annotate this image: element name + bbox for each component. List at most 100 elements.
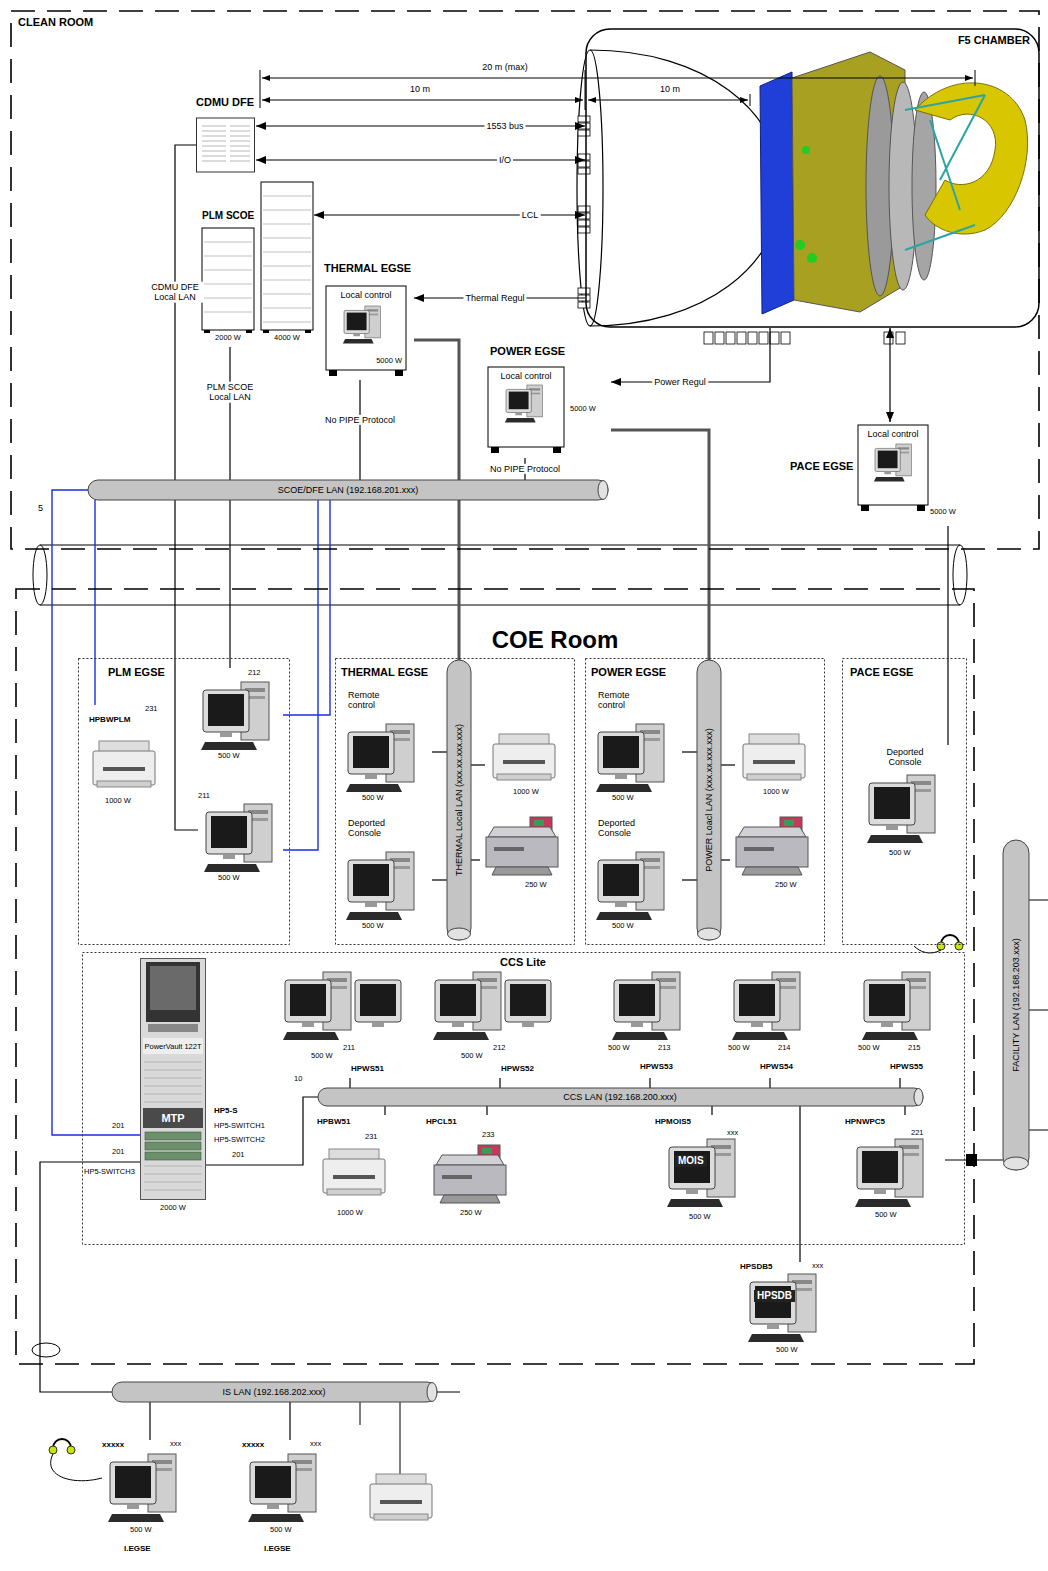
connector	[149, 1402, 150, 1440]
node-text: 500 W	[608, 1044, 630, 1053]
drawing-part	[732, 1032, 788, 1040]
drawing-part	[770, 332, 779, 344]
node-text: CCS Lite	[500, 956, 546, 969]
equipment-group: Remote control500 W1000 WDeported Consol…	[335, 658, 575, 945]
node-text: Remote control	[348, 690, 406, 711]
node-text: HPWS53	[640, 1062, 673, 1071]
cable-duct	[32, 1343, 60, 1357]
drawing-part	[283, 1032, 339, 1040]
drawing-part	[937, 942, 945, 950]
node-text: IS LAN (192.168.202.xxx)	[222, 1387, 325, 1397]
drawing-part	[510, 984, 546, 1016]
connector-label: No PIPE Protocol	[488, 464, 562, 474]
laser-printer: 1000 W	[735, 728, 813, 800]
drawing-part	[144, 1078, 202, 1079]
drawing-part	[534, 820, 544, 826]
connector-blocks	[578, 116, 905, 344]
spacecraft-part	[795, 240, 805, 250]
drawing-part	[578, 227, 590, 233]
drawing-part	[578, 220, 590, 226]
drawing-part	[108, 1514, 164, 1522]
connector-label: LCL	[520, 210, 541, 220]
drawing-part	[522, 1022, 534, 1027]
drawing-part	[578, 130, 590, 136]
spacecraft-ring	[912, 92, 936, 280]
node-text: xxxxx	[242, 1440, 264, 1449]
drawing-part	[862, 1151, 898, 1183]
dimension-line	[262, 100, 583, 101]
drawing-part	[230, 151, 250, 152]
node-text: 5000 W	[930, 508, 956, 517]
node-text: xxx	[812, 1262, 823, 1271]
node-text: Deported Console	[598, 818, 656, 839]
node-text: PLM SCOE	[202, 210, 254, 222]
drawing-part	[578, 154, 590, 160]
node-text: 500 W	[776, 1346, 798, 1355]
drawing-part	[753, 760, 795, 764]
headset-icon	[49, 1439, 102, 1481]
drawing-part	[734, 980, 780, 1022]
workstation: Remote control500 W	[340, 690, 432, 808]
node-text: 500 W	[889, 849, 911, 858]
node-text: 500 W	[689, 1213, 711, 1222]
drawing-part	[263, 330, 269, 333]
dimension-label: 20 m (max)	[482, 62, 528, 72]
drawing-part	[578, 288, 590, 294]
node-text: Remote control	[598, 690, 656, 711]
drawing-part	[869, 984, 905, 1016]
drawing-part	[290, 984, 326, 1016]
drawing-part	[884, 332, 893, 344]
connector	[314, 214, 585, 215]
connector	[349, 1078, 350, 1088]
drawing-part	[365, 902, 377, 907]
drawing-part	[578, 206, 590, 212]
drawing-part	[145, 1152, 201, 1160]
printer-icon	[93, 741, 155, 787]
dimension-line	[262, 78, 973, 79]
connector-label: Power Regul	[652, 377, 708, 387]
drawing-part	[230, 156, 250, 157]
node-text: 1000 W	[763, 788, 789, 797]
chamber-box-outline	[585, 28, 1040, 328]
drawing-part	[144, 1102, 202, 1103]
computer-icon	[505, 385, 542, 422]
workstation: 213HPWS53 500 W	[600, 972, 700, 1078]
drawing-part	[726, 332, 735, 344]
drawing-part	[220, 732, 232, 737]
connector	[611, 430, 709, 660]
color-printer-icon	[486, 817, 558, 875]
drawing-part	[347, 313, 367, 331]
laser-printer: HPBWPLM2311000 W	[85, 705, 165, 810]
drawing-part	[506, 389, 531, 412]
egse-cabinet: POWER EGSELocal control5000 W	[486, 345, 611, 458]
workstation: Remote control 500 W	[590, 690, 682, 808]
drawing-part	[285, 980, 331, 1022]
drawing-part	[737, 332, 746, 344]
node-text: 500 W	[612, 794, 634, 803]
node-text: 211	[198, 792, 210, 801]
drawing-part	[515, 413, 522, 416]
workstation-outline	[655, 1115, 765, 1227]
drawing-part	[867, 835, 923, 843]
drawing-part	[365, 774, 377, 779]
drawing-part	[491, 447, 499, 453]
drawing-part	[327, 1189, 381, 1195]
drawing-part	[204, 330, 210, 333]
drawing-part	[395, 370, 403, 376]
drawing-part	[197, 118, 255, 172]
drawing-part	[204, 242, 252, 243]
drawing-part	[67, 1446, 75, 1454]
drawing-part	[263, 322, 311, 323]
drawing-part	[267, 1504, 279, 1509]
connector	[799, 1106, 800, 1262]
node-text: 213	[658, 1044, 671, 1053]
drawing-part	[202, 126, 226, 127]
drawing-part	[148, 1024, 198, 1032]
computer-icon	[612, 972, 680, 1040]
workstation-outline	[198, 668, 283, 763]
color-printer-outline	[480, 815, 568, 895]
drawing-part	[686, 1189, 698, 1194]
node-text: HPWS52	[501, 1064, 534, 1073]
drawing-part	[440, 984, 476, 1016]
drawing-part	[336, 659, 575, 945]
